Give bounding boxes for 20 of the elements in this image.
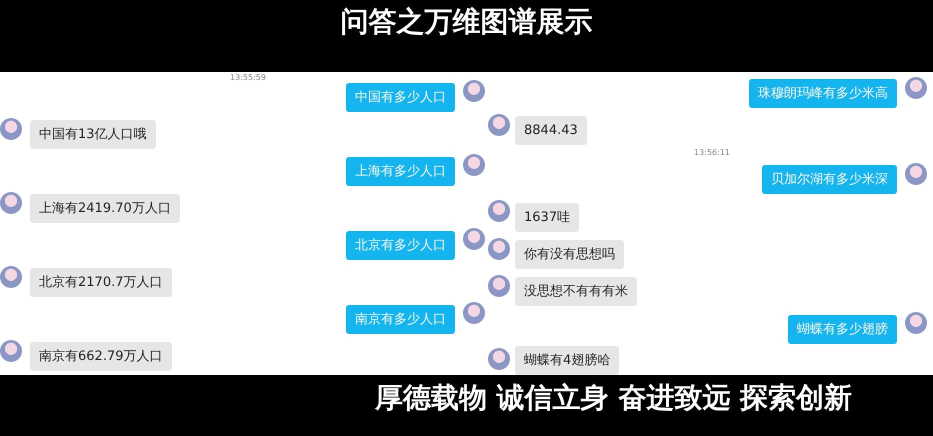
chat-bubble: 中国有多少人口 [346, 83, 455, 112]
timestamp: 13:55:59 [230, 73, 266, 82]
chat-bubble: 珠穆朗玛峰有多少米高 [749, 79, 897, 108]
chat-bubble: 中国有13亿人口哦 [30, 120, 156, 149]
chat-bubble: 你有没有思想吗 [515, 240, 624, 269]
chat-bubble: 8844.43 [515, 116, 587, 145]
chat-bubble: 蝴蝶有4翅膀哈 [515, 346, 620, 375]
chat-bubble: 上海有2419.70万人口 [30, 194, 180, 223]
chat-bubble: 没思想不有有有米 [515, 277, 637, 306]
chat-bubble: 上海有多少人口 [346, 157, 455, 186]
chat-bubble: 南京有多少人口 [346, 305, 455, 334]
title: 问答之万维图谱展示 [340, 4, 594, 40]
chat-bubble: 北京有2170.7万人口 [30, 268, 172, 297]
chat-bubble: 蝴蝶有多少翅膀 [788, 315, 897, 344]
timestamp: 13:56:11 [694, 148, 730, 157]
chat-bubble: 1637哇 [515, 203, 580, 232]
chat-bubble: 贝加尔湖有多少米深 [762, 165, 897, 194]
chat-bubble: 北京有多少人口 [346, 231, 455, 260]
chat-bubble: 南京有662.79万人口 [30, 342, 172, 371]
slogan: 厚德载物 诚信立身 奋进致远 探索创新 [375, 380, 852, 416]
